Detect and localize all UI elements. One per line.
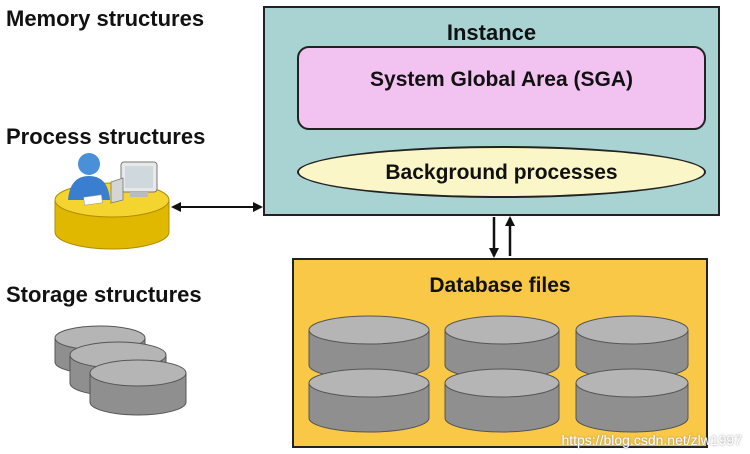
database-files-title: Database files <box>429 274 571 297</box>
watermark-url: https://blog.csdn.net/zlw1997 <box>561 432 742 448</box>
instance-box: Instance System Global Area (SGA) Backgr… <box>263 6 720 216</box>
database-disk-left <box>308 315 430 433</box>
storage-disks-icon <box>54 325 187 416</box>
sga-box: System Global Area (SGA) <box>297 46 706 130</box>
background-processes-ellipse: Background processes <box>297 146 706 198</box>
process-structures-label: Process structures <box>6 124 206 149</box>
database-disk-middle <box>444 315 560 433</box>
background-processes-label: Background processes <box>385 161 618 184</box>
storage-structures-label: Storage structures <box>6 282 202 307</box>
memory-structures-label: Memory structures <box>6 6 205 31</box>
database-disk-right <box>575 315 689 433</box>
process-user-computer-icon <box>54 153 170 250</box>
instance-title: Instance <box>446 20 537 45</box>
sga-label: System Global Area (SGA) <box>370 68 633 91</box>
